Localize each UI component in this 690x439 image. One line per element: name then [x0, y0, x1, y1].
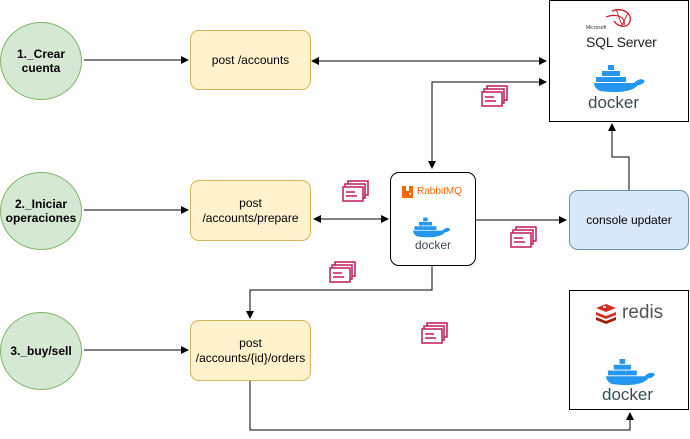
sqlserver-name: SQL Server: [586, 34, 657, 50]
step-create-account-label: 1._Crear cuenta: [16, 47, 66, 75]
endpoint-post-orders[interactable]: post /accounts/{id}/orders: [190, 320, 311, 381]
console-updater[interactable]: console updater: [569, 190, 689, 250]
arrow-rabbit-orders: [246, 266, 433, 319]
arrow-updater-sqlserver: [608, 123, 630, 190]
rabbitmq-brand-text: RabbitMQ: [417, 186, 463, 197]
redis-name: redis: [622, 302, 664, 323]
step-create-account[interactable]: 1._Crear cuenta: [0, 22, 82, 100]
sqlserver-small-text: Microsoft: [586, 25, 607, 31]
console-updater-label: console updater: [586, 213, 672, 227]
step-buy-sell[interactable]: 3._buy/sell: [0, 312, 82, 390]
endpoint-post-prepare[interactable]: post /accounts/prepare: [190, 180, 311, 241]
step-start-operations-label: 2._Iniciar operaciones: [5, 197, 77, 225]
docker-whale-icon: [606, 359, 656, 386]
sqlserver-docker-text: docker: [588, 93, 640, 112]
arrow-rabbit-sqlserver: [428, 78, 547, 169]
sqlserver-logo-icon: [605, 8, 631, 27]
rabbitmq-container[interactable]: RabbitMQ docker: [390, 172, 476, 266]
message-envelope-icon: [421, 322, 448, 344]
step-start-operations[interactable]: 2._Iniciar operaciones: [0, 172, 82, 250]
docker-whale-icon: [594, 65, 645, 93]
rabbitmq-logo-icon: [402, 186, 413, 198]
docker-whale-icon: [413, 217, 451, 238]
redis-container[interactable]: redis docker: [569, 290, 689, 410]
step-buy-sell-label: 3._buy/sell: [10, 344, 72, 358]
sqlserver-container[interactable]: Microsoft SQL Server docker: [549, 0, 689, 122]
endpoint-post-prepare-label: post /accounts/prepare: [202, 195, 299, 225]
redis-logo-icon: [596, 304, 616, 324]
message-envelope-icon: [481, 85, 508, 107]
redis-docker-text: docker: [602, 385, 654, 404]
endpoint-post-orders-label: post /accounts/{id}/orders: [195, 335, 306, 365]
endpoint-post-accounts-label: post /accounts: [211, 52, 290, 67]
rabbitmq-docker-text: docker: [415, 238, 452, 252]
message-envelope-icon: [342, 180, 369, 202]
arrow-orders-redis: [249, 381, 634, 431]
endpoint-post-accounts[interactable]: post /accounts: [190, 30, 311, 90]
message-envelope-icon: [510, 226, 537, 248]
message-envelope-icon: [329, 261, 356, 283]
